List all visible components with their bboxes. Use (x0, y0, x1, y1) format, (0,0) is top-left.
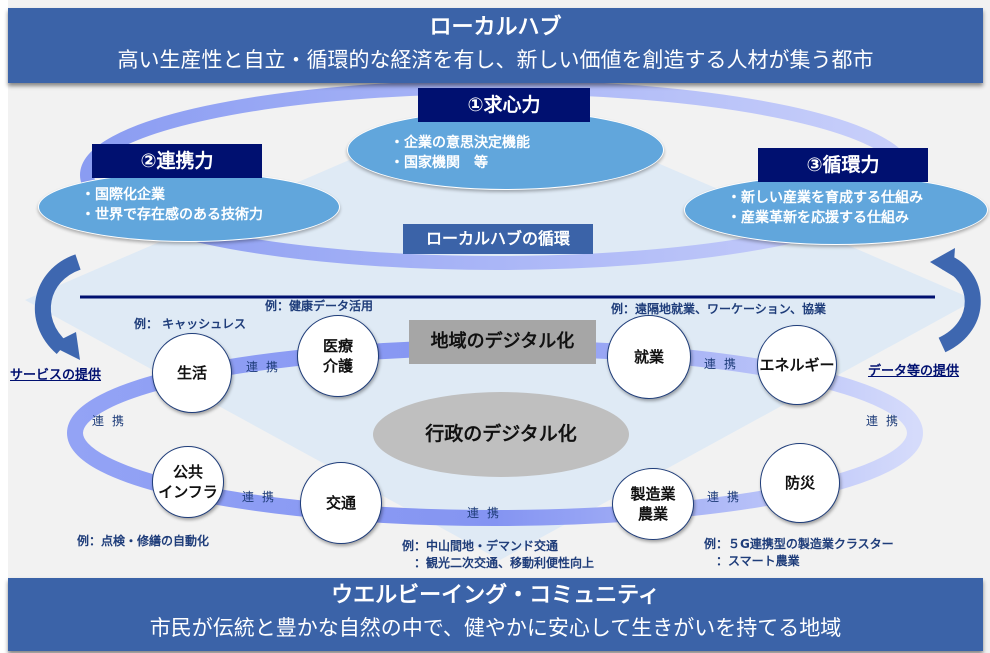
wellbeing-subtitle: 市民が伝統と豊かな自然の中で、健やかに安心して生きがいを持てる地域 (149, 616, 842, 640)
example-infra: 例：点検・修繕の自動化 (77, 534, 210, 548)
service-arrow-icon (34, 254, 82, 360)
link-label: 連携 (92, 414, 133, 428)
force-2-label: ②連携力 (92, 144, 262, 178)
wellbeing-community-banner: ウエルビーイング・コミュニティ 市民が伝統と豊かな自然の中で、健やかに安心して生… (8, 578, 983, 651)
node-work-label: 就業 (633, 348, 664, 366)
link-label: 連携 (242, 490, 283, 504)
force-1-label: ①求心力 (418, 88, 590, 122)
node-manufacturing-label: 製造業農業 (630, 485, 676, 523)
example-medical: 例：健康データ活用 (265, 299, 374, 313)
force-3-ellipse: ・新しい産業を育成する仕組み ・産業革新を応援する仕組み (684, 175, 988, 245)
local-hub-subtitle: 高い生産性と自立・循環的な経済を有し、新しい価値を創造する人材が集う都市 (117, 48, 874, 72)
local-hub-title: ローカルハブ (429, 15, 562, 40)
data-arrow-icon (930, 248, 981, 353)
node-energy: エネルギー (757, 325, 837, 405)
force-2-ellipse: ・国際化企業 ・世界で存在感のある技術力 (38, 172, 340, 242)
node-manufacturing: 製造業農業 (612, 468, 694, 540)
node-work: 就業 (607, 315, 691, 399)
force-1-item: ・企業の意思決定機能 (390, 135, 530, 151)
link-label: 連携 (704, 357, 745, 371)
force-1-item: ・国家機関 等 (390, 155, 488, 171)
example-traffic: 例：中山間地・デマンド交通 ：観光二次交通、移動利便性向上 (402, 539, 595, 570)
example-work: 例：遠隔地就業、ワーケーション、協業 (611, 302, 827, 316)
wellbeing-title: ウエルビーイング・コミュニティ (331, 583, 660, 608)
node-disaster-label: 防災 (784, 474, 815, 492)
node-medical: 医療介護 (297, 315, 379, 397)
example-manufacturing: 例：５G連携型の製造業クラスター ：スマート農業 (704, 537, 894, 568)
service-provision-label: サービスの提供 (10, 368, 102, 383)
link-label: 連携 (707, 490, 748, 504)
force-2-item: ・世界で存在感のある技術力 (81, 207, 263, 223)
node-traffic: 交通 (300, 462, 382, 544)
force-3-label: ③循環力 (758, 148, 928, 182)
node-infra-label: 公共インフラ (158, 463, 218, 501)
node-energy-label: エネルギー (759, 356, 835, 374)
example-life: 例： キャッシュレス (134, 317, 246, 331)
node-medical-label: 医療介護 (322, 337, 353, 375)
hub-cycle-label: ローカルハブの循環 (403, 224, 593, 254)
node-life-label: 生活 (176, 364, 207, 382)
node-traffic-label: 交通 (325, 494, 356, 512)
link-label: 連携 (467, 506, 508, 520)
regional-digital-box: 地域のデジタル化 (409, 320, 596, 364)
force-1-ellipse: ・企業の意思決定機能 ・国家機関 等 (347, 110, 664, 190)
data-provision-label: データ等の提供 (868, 364, 960, 379)
node-infra: 公共インフラ (152, 446, 224, 518)
node-disaster: 防災 (760, 443, 840, 523)
link-label: 連携 (246, 360, 287, 374)
force-2-item: ・国際化企業 (81, 187, 165, 203)
force-3-item: ・新しい産業を育成する仕組み (727, 190, 923, 206)
node-life: 生活 (152, 333, 232, 413)
local-hub-banner: ローカルハブ 高い生産性と自立・循環的な経済を有し、新しい価値を創造する人材が集… (8, 8, 983, 83)
admin-digital-ellipse: 行政のデジタル化 (373, 392, 629, 477)
force-3-item: ・産業革新を応援する仕組み (727, 210, 909, 226)
link-label: 連携 (866, 414, 907, 428)
